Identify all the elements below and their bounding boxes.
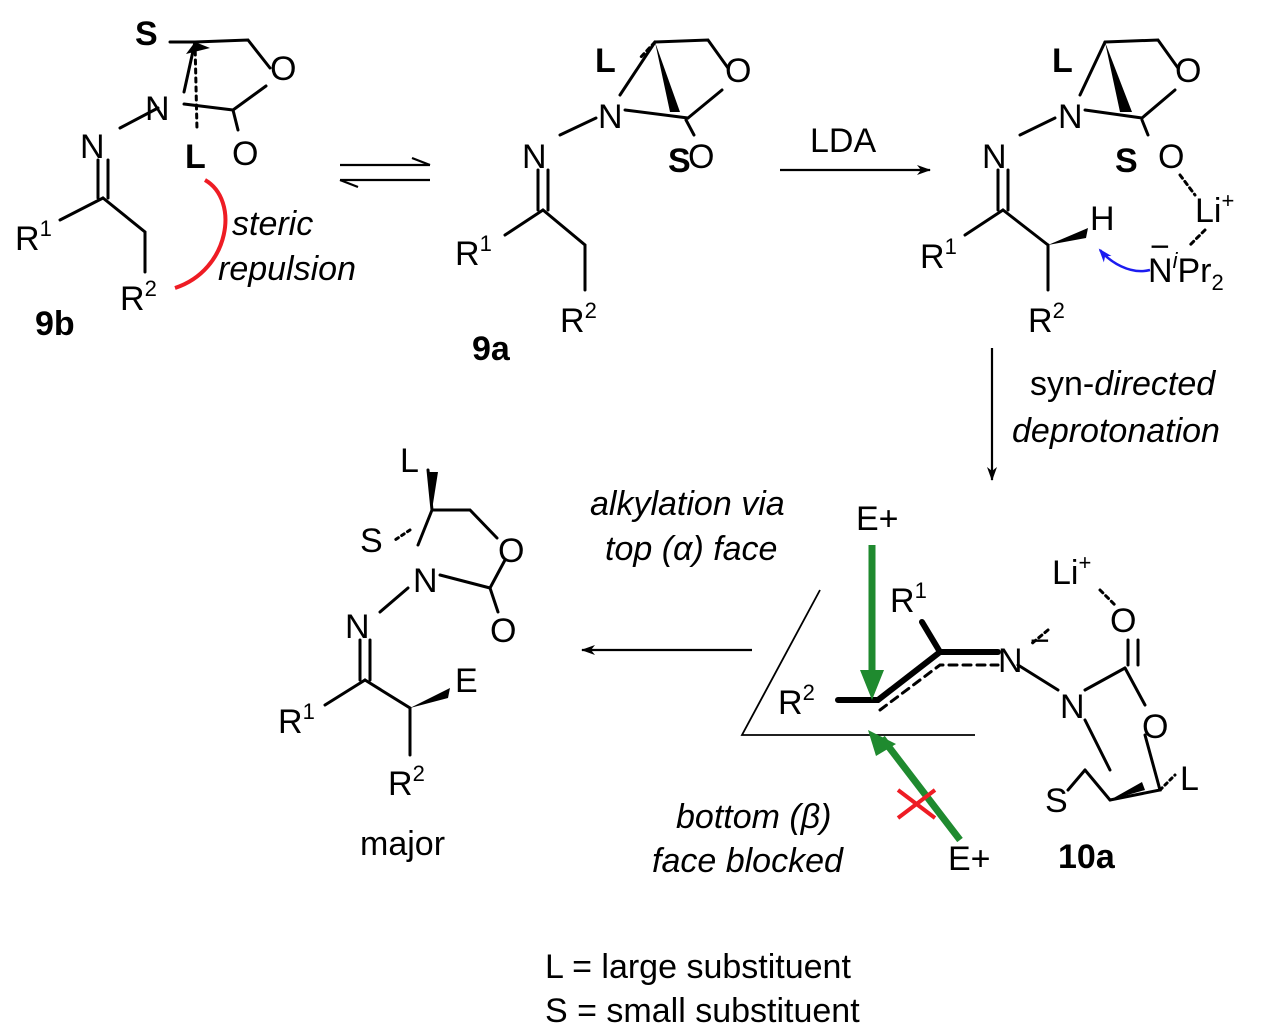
lda-label: LDA (810, 122, 876, 160)
deprotonation-label: deprotonation (1012, 412, 1220, 450)
compound-9a: L O N S O N R1 R2 9a (455, 38, 751, 368)
legend: L = large substituent S = small substitu… (545, 948, 860, 1030)
atom-n: N (80, 128, 105, 166)
atom-n: N (982, 138, 1007, 176)
atom-o-carbonyl: O (490, 612, 516, 650)
electrophile-bottom: E+ (948, 840, 991, 878)
atom-e: E (455, 662, 478, 700)
product-major: L S O N O N E R1 R2 major (278, 442, 524, 863)
equilibrium-arrow (339, 156, 431, 189)
atom-l: L (400, 442, 419, 480)
atom-n: N (1060, 688, 1085, 726)
bottom-face-attack: E+ (868, 730, 991, 878)
atom-s: S (1045, 782, 1068, 820)
r2-label: R2 (388, 761, 425, 803)
atom-s: S (360, 522, 383, 560)
compound-label-10a: 10a (1058, 838, 1116, 876)
bottom-face-label: bottom (β) (676, 798, 831, 836)
atom-n: N (598, 98, 623, 136)
atom-l-gray: L (595, 42, 616, 80)
lithium-cation: Li+ (1195, 188, 1234, 230)
atom-n: N (345, 608, 370, 646)
atom-n: N (1058, 98, 1083, 136)
atom-n: N (413, 562, 438, 600)
atom-o: O (1142, 708, 1168, 746)
compound-10a: R1 Li+ O N − N O S L R2 10a (740, 550, 1199, 876)
atom-h: H (1090, 200, 1115, 238)
atom-o-carbonyl: O (688, 138, 714, 176)
atom-o: O (498, 532, 524, 570)
alkylation-label: alkylation via (590, 485, 785, 523)
r1-label: R1 (920, 234, 957, 276)
r2-label: R2 (560, 298, 597, 340)
atom-l-red: L (185, 138, 206, 176)
r1-label: R1 (890, 578, 927, 620)
r2-label: R2 (778, 680, 815, 722)
atom-o: O (725, 52, 751, 90)
legend-small: S = small substituent (545, 992, 860, 1030)
deprotonation-arrow: syn-directed deprotonation (987, 348, 1220, 481)
electrophile-top: E+ (856, 500, 899, 538)
amide-charge: − (1150, 228, 1170, 266)
major-label: major (360, 825, 445, 863)
compound-9b: S O N O N L R1 R2 9b (15, 15, 296, 343)
atom-s-gray: S (668, 142, 691, 180)
compound-label-9b: 9b (35, 305, 75, 343)
atom-n: N (145, 90, 170, 128)
atom-n: N (522, 138, 547, 176)
atom-o-carbonyl: O (232, 135, 258, 173)
atom-n-anion: N (998, 642, 1023, 680)
top-face-label: top (α) face (605, 530, 777, 568)
atom-s-gray: S (1115, 142, 1138, 180)
r2-label: R2 (120, 276, 157, 318)
compound-label-9a: 9a (472, 330, 511, 368)
intermediate-deprotonation: L O N S O N H Li+ NiPr2 − R1 R2 (920, 38, 1234, 340)
top-face-attack: E+ (856, 500, 899, 700)
diisopropylamide: NiPr2 (1148, 248, 1224, 295)
repulsion-label: repulsion (218, 250, 356, 288)
r2-label: R2 (1028, 298, 1065, 340)
n-charge: − (1030, 622, 1050, 660)
atom-o: O (1110, 602, 1136, 640)
lithium-cation: Li+ (1052, 550, 1091, 592)
syn-directed-label: syn-directed (1030, 365, 1216, 403)
atom-o: O (1175, 52, 1201, 90)
blocked-cross-icon (896, 788, 937, 820)
atom-l-gray: L (1052, 42, 1073, 80)
atom-l: L (1180, 760, 1199, 798)
steric-label: steric (232, 205, 313, 243)
atom-o: O (270, 50, 296, 88)
legend-large: L = large substituent (545, 948, 851, 986)
face-blocked-label: face blocked (652, 842, 844, 880)
r1-label: R1 (15, 216, 52, 258)
atom-o-carbonyl: O (1158, 138, 1184, 176)
atom-s-red: S (135, 15, 158, 53)
r1-label: R1 (278, 699, 315, 741)
r1-label: R1 (455, 231, 492, 273)
lda-arrow: LDA (780, 122, 931, 175)
